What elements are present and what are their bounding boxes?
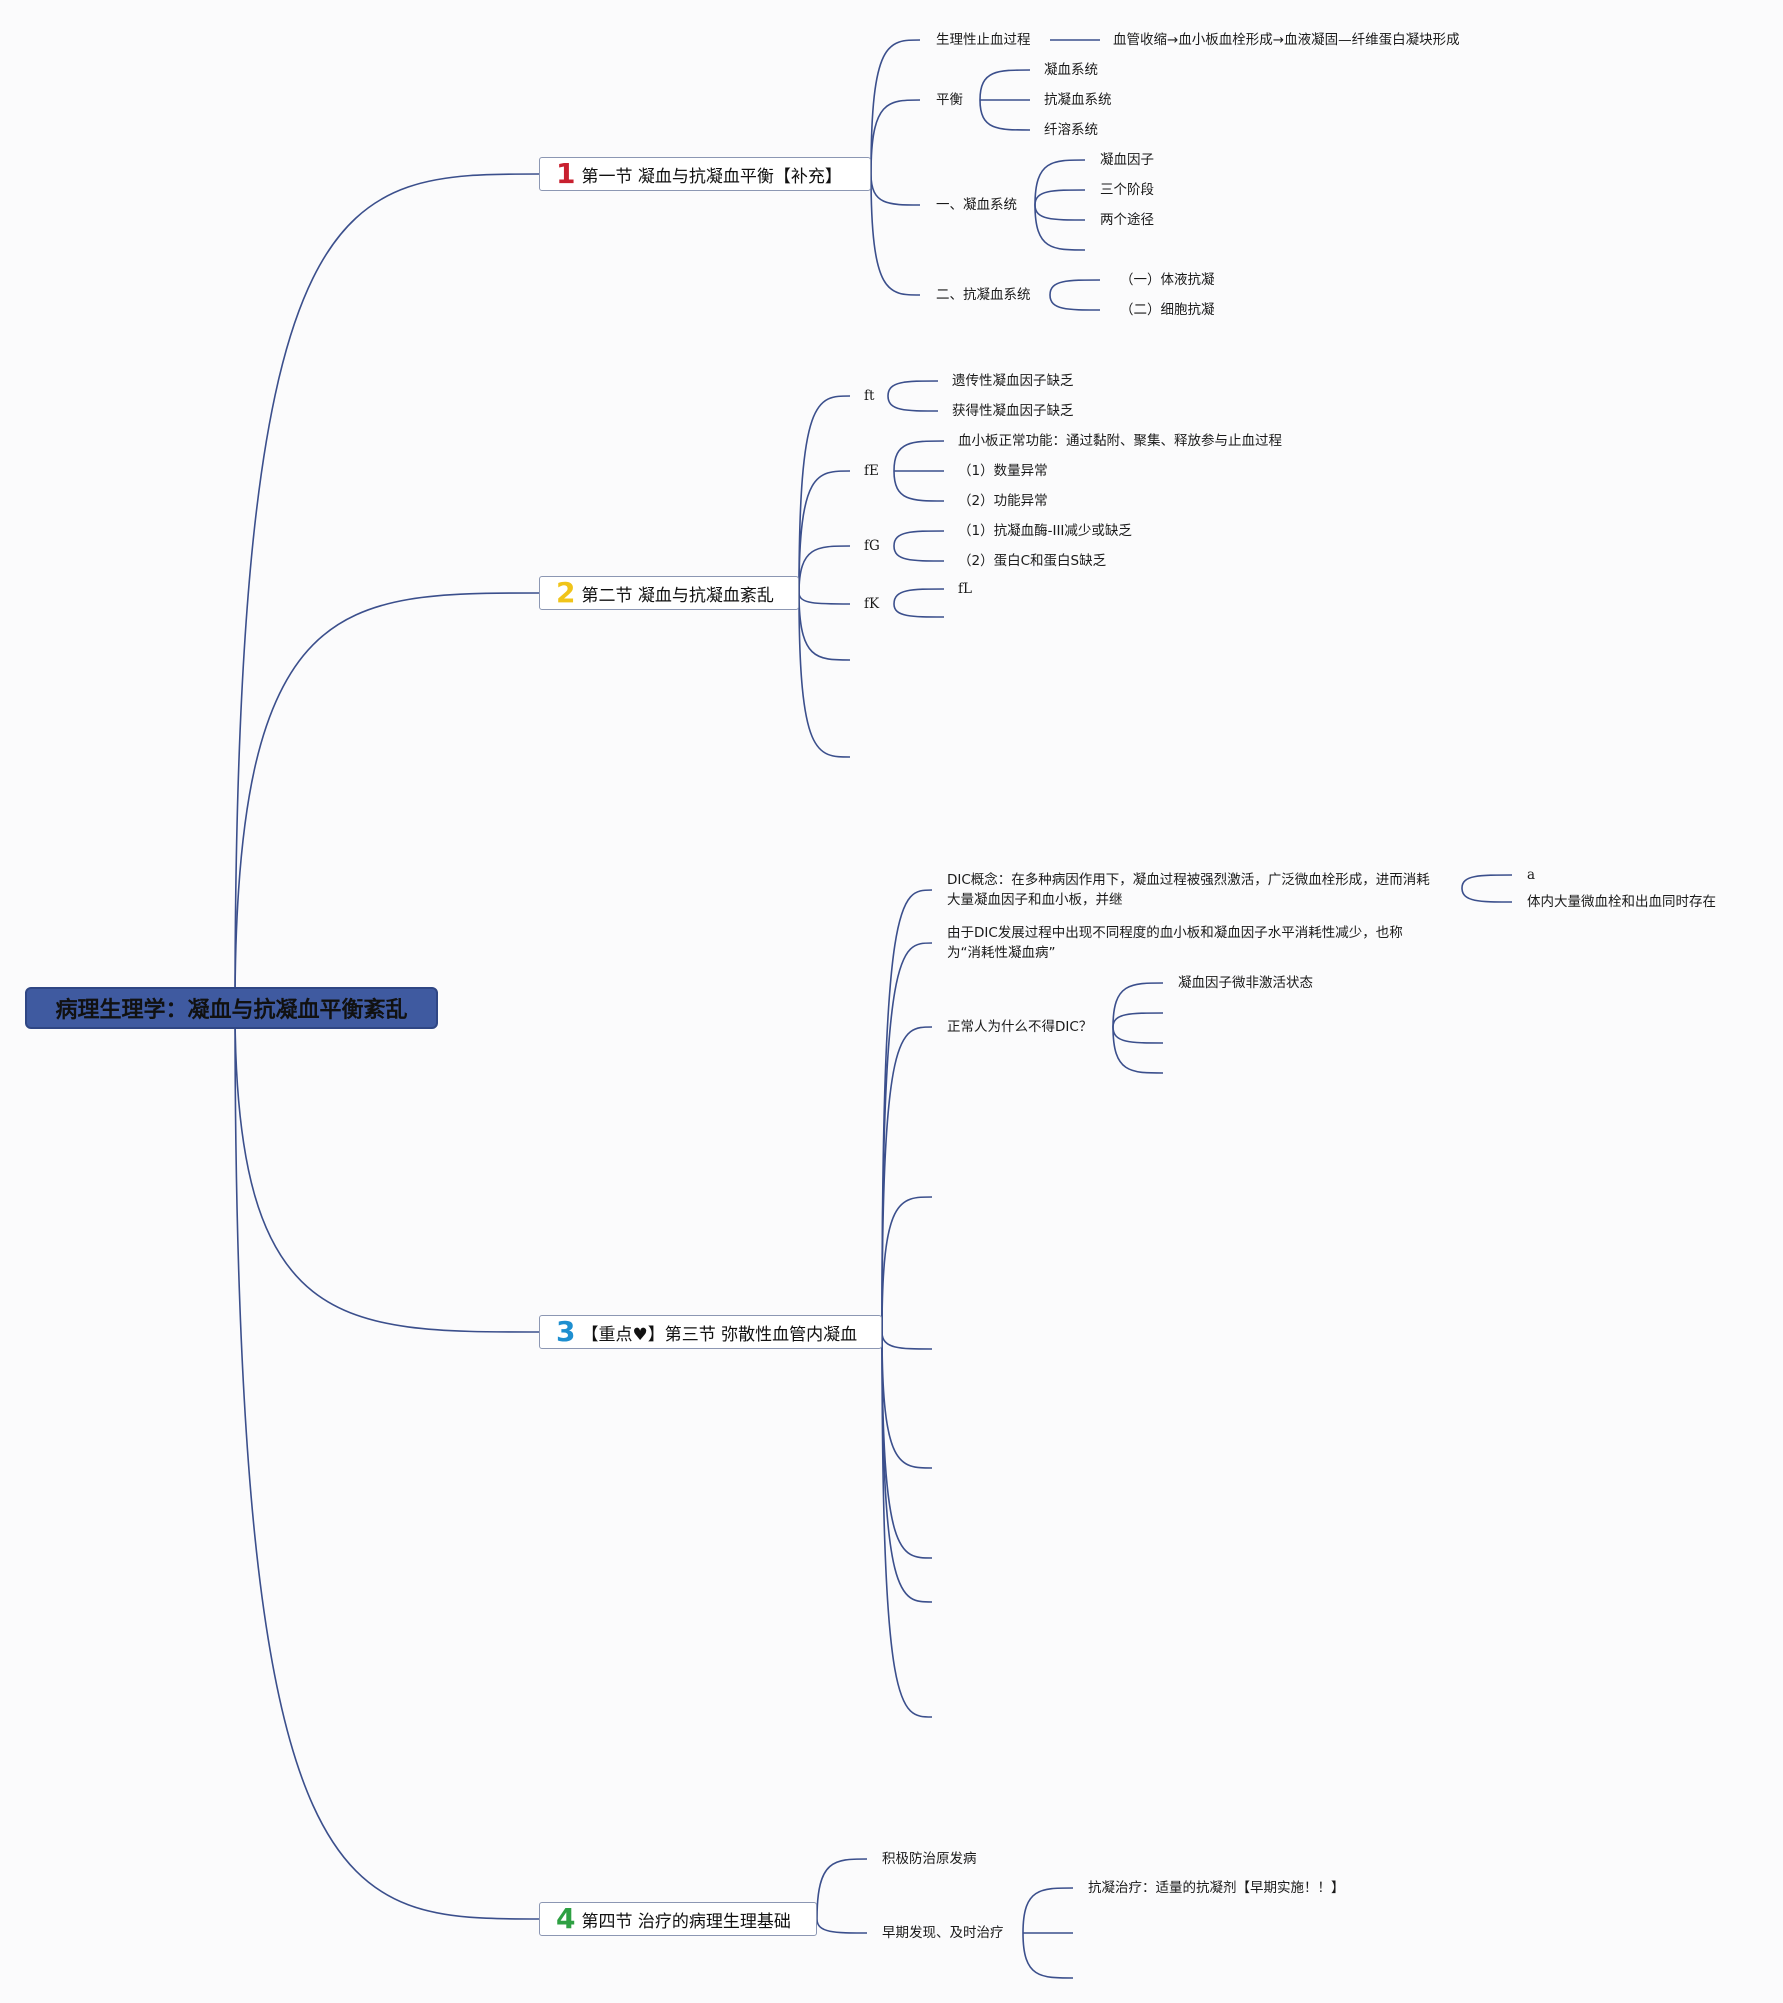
topic-dic-concept-item[interactable]: 体内大量微血栓和出血同时存在 [1527,894,1716,910]
section-number: 2 [556,576,576,609]
section-3-connector [881,889,933,1333]
section-3-connector [881,1196,933,1333]
section-1-connector [870,39,921,175]
section-4-connector [816,1918,868,1934]
topic-ft-item[interactable]: 获得性凝血因子缺乏 [952,403,1074,419]
section-1-connector [870,173,921,296]
topic-balance-item[interactable]: 凝血系统 [1044,62,1098,78]
anticoag-connector [1049,294,1101,311]
section-2-connector [798,395,851,594]
topic-fk[interactable]: fK [864,596,880,612]
section-2-connector [798,470,851,594]
topic-coag-item[interactable]: 三个阶段 [1100,182,1154,198]
section-2-topic[interactable]: 2 第二节 凝血与抗凝血紊乱 [539,576,799,610]
topic-anticoag-system[interactable]: 二、抗凝血系统 [936,287,1031,303]
topic-ft-item[interactable]: 遗传性凝血因子缺乏 [952,373,1074,389]
topic-anticoag-item[interactable]: （一）体液抗凝 [1120,272,1215,288]
topic-balance-item[interactable]: 纤溶系统 [1044,122,1098,138]
section-1-connector [870,99,921,175]
section-1-topic[interactable]: 1 第一节 凝血与抗凝血平衡【补充】 [539,157,871,191]
balance-connector [979,99,1031,131]
topic-fk-item[interactable]: fL [958,581,972,597]
section-3-connector [881,1331,933,1603]
topic-hemostasis[interactable]: 生理性止血过程 [936,32,1031,48]
topic-fg-item[interactable]: （1）抗凝血酶-III减少或缺乏 [958,523,1132,539]
coag-connector [1034,204,1086,221]
section-4-connector [816,1858,868,1920]
ft-connector [887,395,939,412]
fe-connector [893,440,945,472]
topic-ft[interactable]: ft [864,388,875,404]
topic-coag-item[interactable]: 两个途径 [1100,212,1154,228]
dic-concept-connector [1461,874,1513,889]
fk-connector [893,603,945,618]
topic-why-no-dic[interactable]: 正常人为什么不得DIC？ [947,1019,1093,1035]
topic-fg[interactable]: fG [864,538,880,554]
root-connector [234,1007,540,1920]
topic-prevent-primary[interactable]: 积极防治原发病 [882,1851,977,1867]
fg-connector [893,545,945,562]
root-connector [234,1007,540,1333]
topic-fe[interactable]: fE [864,463,879,479]
section-number: 1 [556,157,576,190]
fg-connector [893,530,945,547]
anticoag-connector [1049,279,1101,296]
topic-early-item[interactable]: 抗凝治疗：适量的抗凝剂【早期实施！！】 [1088,1880,1345,1896]
section-number: 4 [556,1902,576,1935]
topic-why-item[interactable]: 凝血因子微非激活状态 [1178,975,1313,991]
coag-connector [1034,189,1086,206]
topic-fe-item[interactable]: （2）功能异常 [958,493,1048,509]
coag-connector [1034,204,1086,251]
section-2-connector [798,545,851,594]
topic-hemostasis-detail[interactable]: 血管收缩→血小板血栓形成→血液凝固—纤维蛋白凝块形成 [1113,32,1460,48]
section-title: 第二节 凝血与抗凝血紊乱 [581,585,774,606]
topic-dic-alias[interactable]: 由于DIC发展过程中出现不同程度的血小板和凝血因子水平消耗性减少，也称为“消耗性… [947,925,1403,961]
section-1-connector [870,173,921,206]
topic-dic-concept[interactable]: DIC概念：在多种病因作用下，凝血过程被强烈激活，广泛微血栓形成，进而消耗大量凝… [947,872,1430,908]
early-connector [1022,1932,1074,1979]
section-3-connector [881,1331,933,1469]
topic-coag-system[interactable]: 一、凝血系统 [936,197,1017,213]
topic-fe-item[interactable]: （1）数量异常 [958,463,1048,479]
ft-connector [887,380,939,397]
why-connector [1112,1026,1164,1074]
section-title: 第四节 治疗的病理生理基础 [581,1911,791,1932]
topic-anticoag-item[interactable]: （二）细胞抗凝 [1120,302,1215,318]
topic-early-treatment[interactable]: 早期发现、及时治疗 [882,1925,1004,1941]
topic-coag-item[interactable]: 凝血因子 [1100,152,1154,168]
section-3-connector [881,1331,933,1718]
section-3-topic[interactable]: 3 【重点♥】第三节 弥散性血管内凝血 [539,1315,882,1349]
section-title: 【重点♥】第三节 弥散性血管内凝血 [581,1324,858,1345]
topic-fg-item[interactable]: （2）蛋白C和蛋白S缺乏 [958,553,1107,569]
topic-dic-concept-item[interactable]: a [1527,867,1536,883]
early-connector [1022,1887,1074,1934]
section-3-connector [881,1331,933,1350]
why-connector [1112,1026,1164,1044]
section-number: 3 [556,1315,576,1348]
topic-fe-item[interactable]: 血小板正常功能：通过黏附、聚集、释放参与止血过程 [958,433,1282,449]
fk-connector [893,588,945,605]
dic-concept-connector [1461,887,1513,903]
root-topic[interactable]: 病理生理学：凝血与抗凝血平衡紊乱 [25,987,438,1029]
root-connector [234,592,540,1009]
fe-connector [893,470,945,502]
root-connector [234,173,540,1009]
topic-balance[interactable]: 平衡 [936,92,963,108]
section-3-connector [881,942,933,1333]
topic-balance-item[interactable]: 抗凝血系统 [1044,92,1112,108]
section-3-connector [881,1026,933,1333]
section-2-connector [798,592,851,758]
section-3-connector [881,1331,933,1559]
coag-connector [1034,159,1086,206]
section-4-topic[interactable]: 4 第四节 治疗的病理生理基础 [539,1902,817,1936]
balance-connector [979,69,1031,101]
section-title: 第一节 凝血与抗凝血平衡【补充】 [581,166,842,187]
why-connector [1112,1012,1164,1028]
section-2-connector [798,592,851,605]
why-connector [1112,982,1164,1028]
